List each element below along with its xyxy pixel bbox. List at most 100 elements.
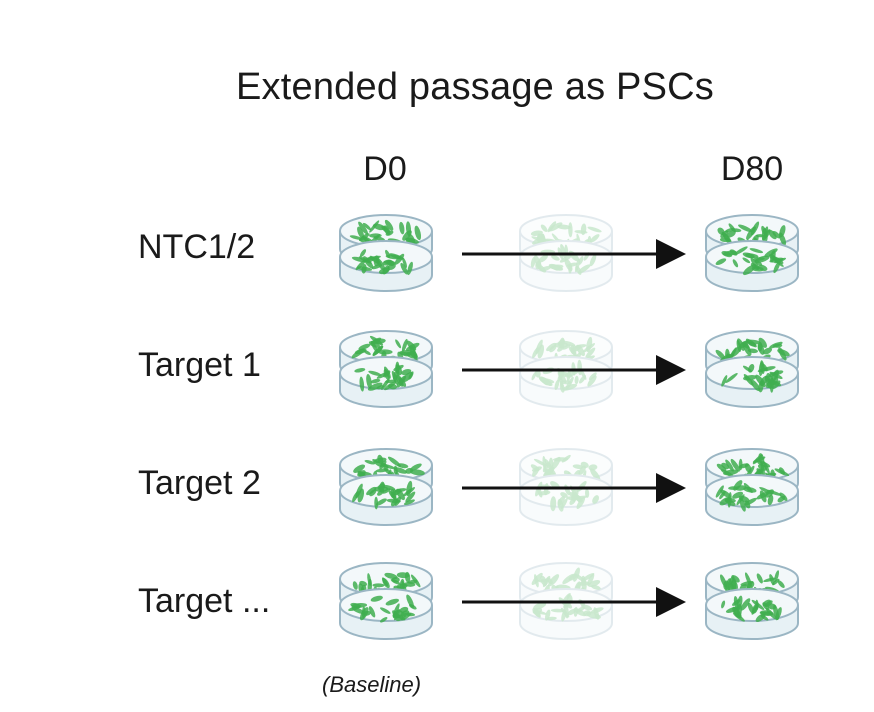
cell (544, 468, 552, 477)
column-label-end: D80 (720, 150, 784, 188)
cell (590, 607, 604, 614)
dish-wall (519, 491, 613, 526)
cell (538, 376, 553, 387)
cell (773, 261, 781, 274)
cell (535, 260, 542, 270)
cell (366, 373, 372, 389)
cell (592, 495, 600, 504)
cell (403, 487, 416, 497)
cell (542, 575, 551, 588)
cell (573, 567, 580, 582)
cell (754, 259, 763, 266)
dish-rim (519, 214, 613, 248)
cell (377, 349, 393, 355)
cell (539, 266, 552, 272)
row-label-target-2: Target 2 (138, 464, 261, 502)
cell (761, 228, 768, 244)
cell (531, 572, 543, 585)
dish-rim (519, 356, 613, 390)
cell (563, 602, 569, 619)
cell (567, 609, 576, 616)
cell (361, 264, 367, 274)
cell (395, 361, 400, 375)
cell (547, 221, 557, 233)
cell (364, 459, 376, 465)
cell (372, 583, 385, 588)
cell (542, 462, 550, 473)
cell (572, 345, 577, 356)
cell (576, 606, 586, 613)
cell (540, 224, 548, 232)
cell (732, 491, 744, 499)
cell (379, 617, 388, 623)
cell (750, 379, 760, 392)
cell (743, 375, 757, 381)
dish-d80 (705, 330, 799, 408)
cell (551, 255, 560, 261)
cell (358, 343, 371, 351)
cell (590, 234, 600, 243)
cell (544, 609, 551, 621)
cell (402, 257, 408, 268)
cell (570, 354, 579, 363)
cell (584, 488, 590, 498)
cell (539, 378, 555, 384)
cell (583, 610, 592, 617)
cell (384, 572, 398, 580)
cell (373, 255, 380, 267)
cell (530, 230, 543, 236)
dish-intermediate (519, 562, 613, 640)
cell (387, 456, 402, 467)
cell (767, 603, 777, 610)
cell (588, 372, 597, 381)
cell (554, 379, 560, 391)
cell (395, 339, 402, 349)
cell (750, 263, 759, 270)
cell (359, 376, 365, 392)
cell (715, 485, 724, 498)
cell (539, 377, 552, 386)
cell (569, 497, 577, 505)
cell (588, 464, 598, 471)
cell (772, 256, 784, 264)
cell (368, 341, 381, 348)
cell (406, 594, 414, 609)
cell (725, 459, 734, 472)
cell (769, 574, 775, 586)
cell (733, 595, 739, 611)
cell (370, 595, 383, 602)
baseline-note: (Baseline) (322, 672, 422, 697)
column-label-start: D0 (363, 150, 407, 188)
cell (752, 604, 758, 614)
cell (352, 581, 358, 590)
cell (543, 589, 557, 596)
cell (742, 365, 752, 373)
dish-rim (519, 588, 613, 622)
cell (576, 344, 585, 357)
dish-intermediate (519, 214, 613, 292)
cell (548, 474, 554, 482)
cell (574, 230, 588, 234)
cell (581, 470, 587, 484)
cell (580, 223, 587, 236)
cell (531, 371, 537, 381)
cell (394, 467, 407, 474)
cell (566, 369, 571, 382)
cell (764, 600, 773, 608)
cell (409, 463, 422, 471)
dish-d0 (339, 214, 433, 292)
cell (558, 371, 573, 378)
cell (574, 584, 581, 593)
cell (559, 380, 572, 385)
cell (403, 499, 415, 505)
cell (559, 374, 564, 389)
cell (359, 249, 367, 258)
cell (551, 233, 562, 246)
cell (561, 609, 567, 622)
cell (549, 264, 563, 271)
cell (721, 250, 733, 258)
cell (546, 342, 557, 352)
cell (561, 454, 571, 463)
cell (543, 584, 550, 598)
cell (760, 614, 769, 621)
